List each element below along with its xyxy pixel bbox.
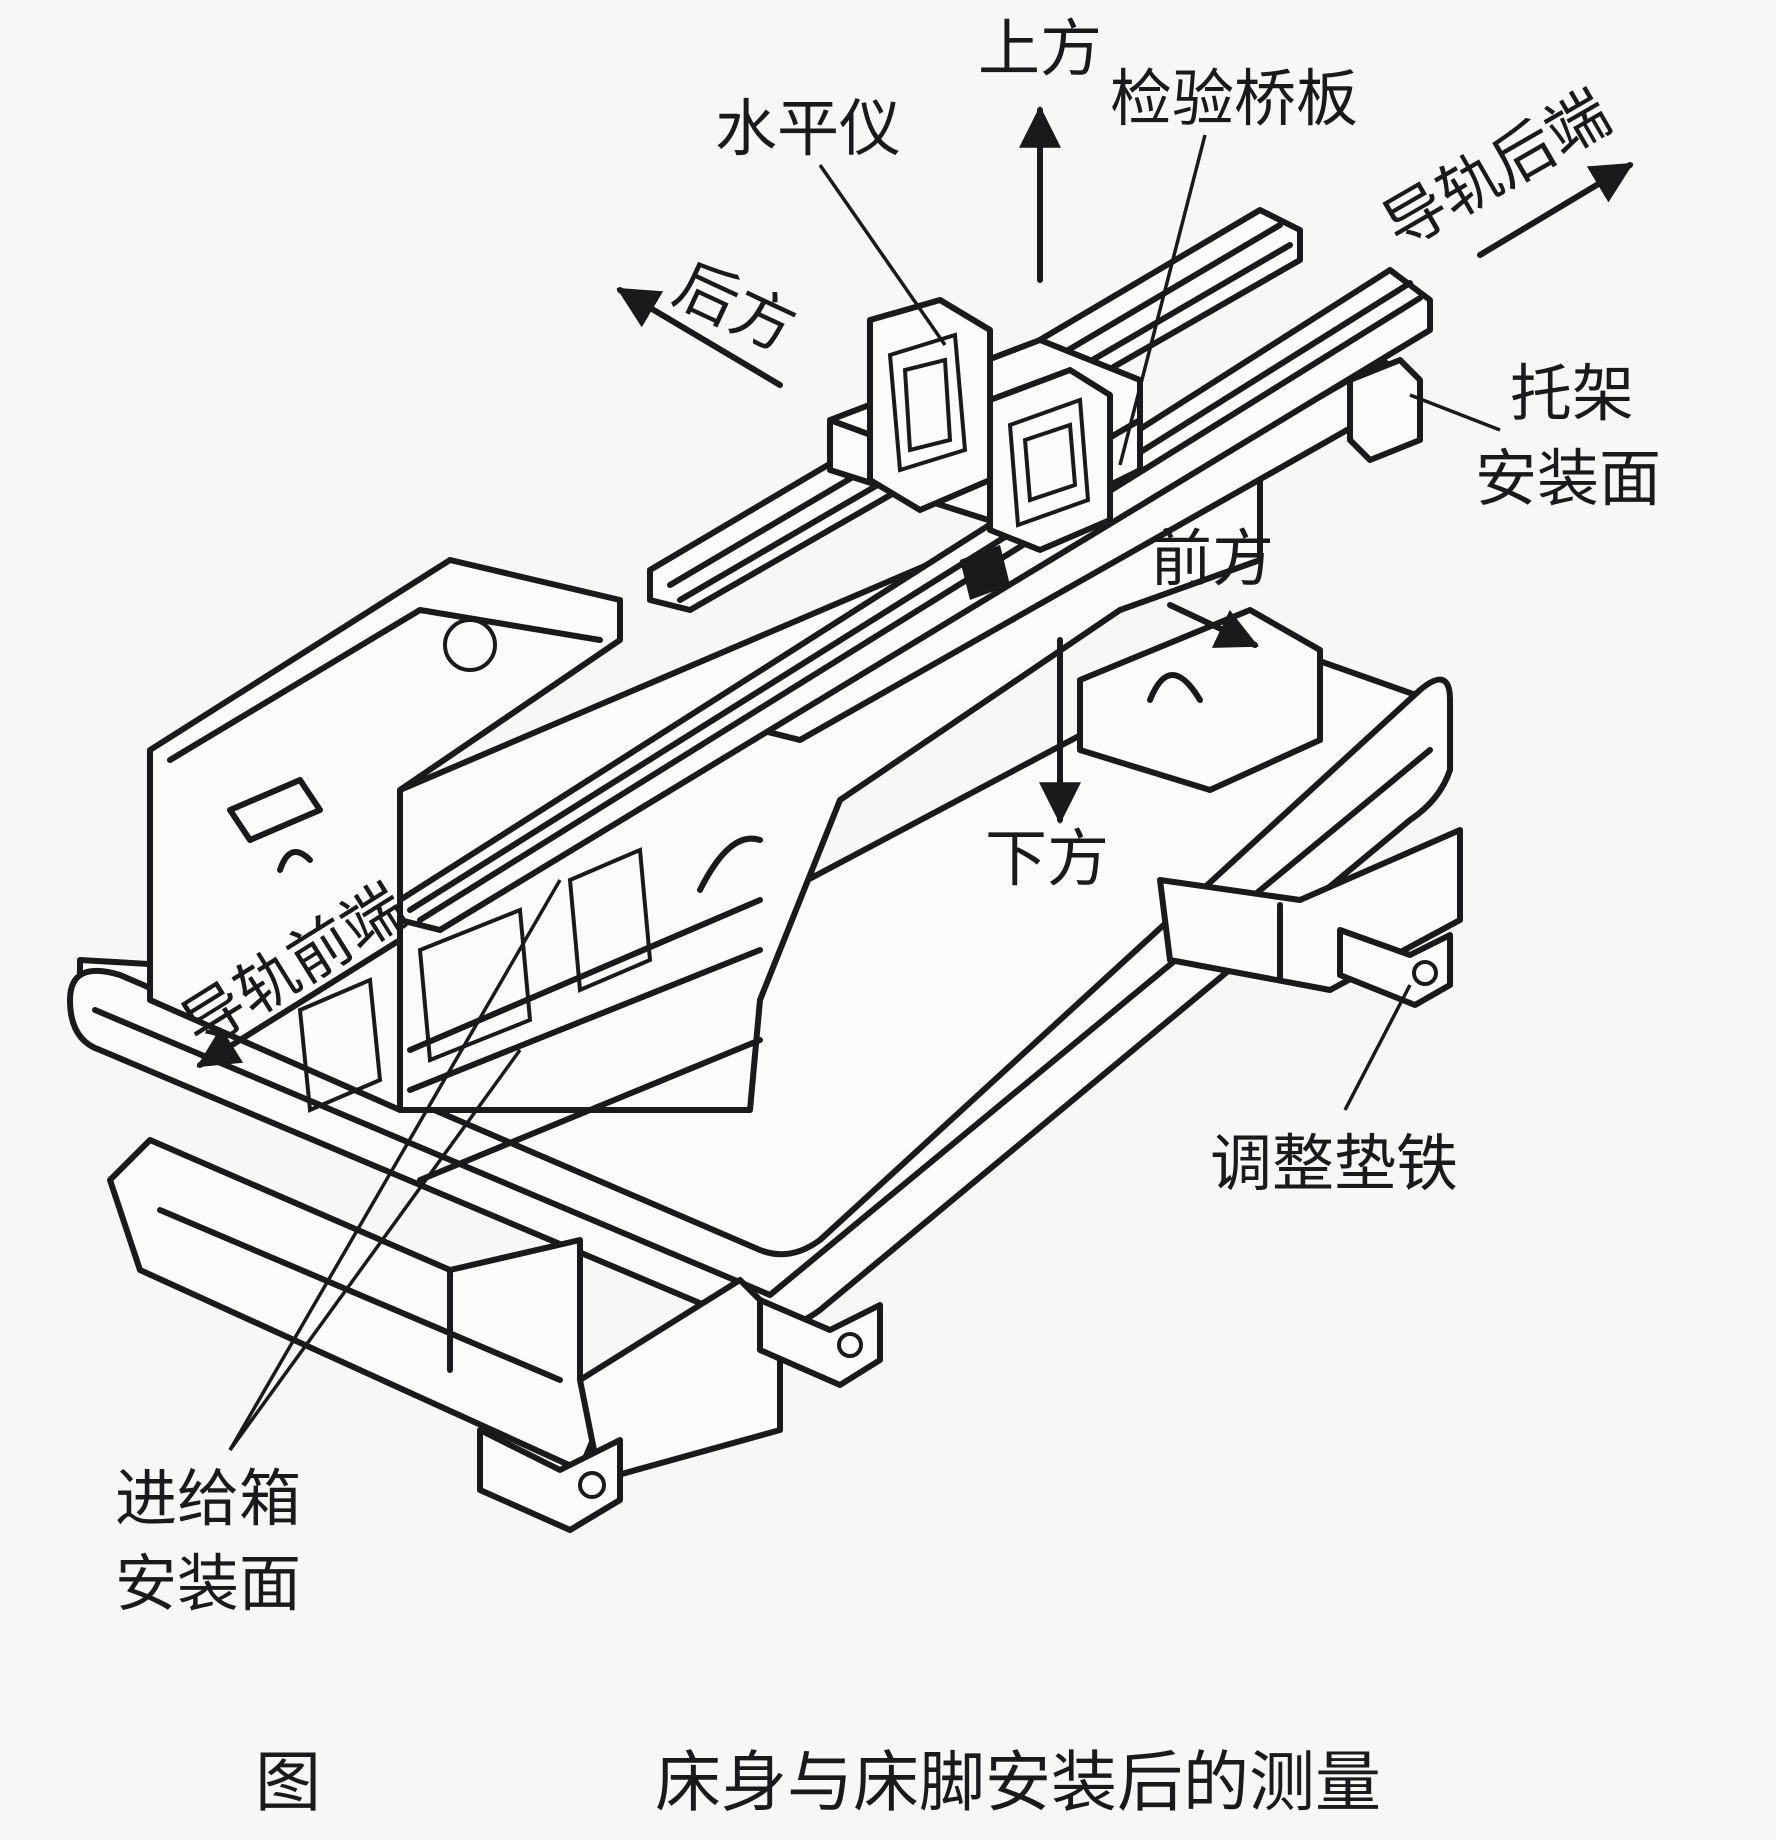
- label-bridge-plate: 检验桥板: [1110, 62, 1358, 135]
- leveling-shims: [477, 927, 1453, 1533]
- label-feedbox-2: 安装面: [115, 1547, 301, 1620]
- label-rail-rear-end: 导轨后端: [1371, 76, 1622, 263]
- direction-arrows: [196, 105, 1634, 1068]
- caption-title: 床身与床脚安装后的测量: [655, 1744, 1381, 1821]
- rail-front-arrow: [196, 937, 403, 1068]
- lathe-bed-body: [147, 437, 1323, 1183]
- rear-arrow: [616, 287, 783, 388]
- label-down: 下方: [985, 822, 1109, 895]
- label-level: 水平仪: [715, 92, 901, 165]
- figure-caption: 图 床身与床脚安装后的测量: [255, 1744, 1381, 1821]
- label-feedbox-1: 进给箱: [115, 1462, 301, 1535]
- label-front: 前方: [1150, 522, 1274, 595]
- label-leveling-shim: 调整垫铁: [1210, 1127, 1458, 1200]
- front-arrow: [1167, 602, 1259, 648]
- label-rear: 后方: [664, 247, 807, 366]
- label-bracket-2: 安装面: [1475, 442, 1661, 515]
- label-bracket-1: 托架: [1510, 357, 1634, 430]
- inspection-bridge: [827, 297, 1143, 600]
- label-up: 上方: [978, 12, 1102, 85]
- rail-rear-arrow: [1477, 162, 1634, 258]
- leader-lines: [228, 134, 1501, 1452]
- caption-prefix: 图: [255, 1744, 321, 1821]
